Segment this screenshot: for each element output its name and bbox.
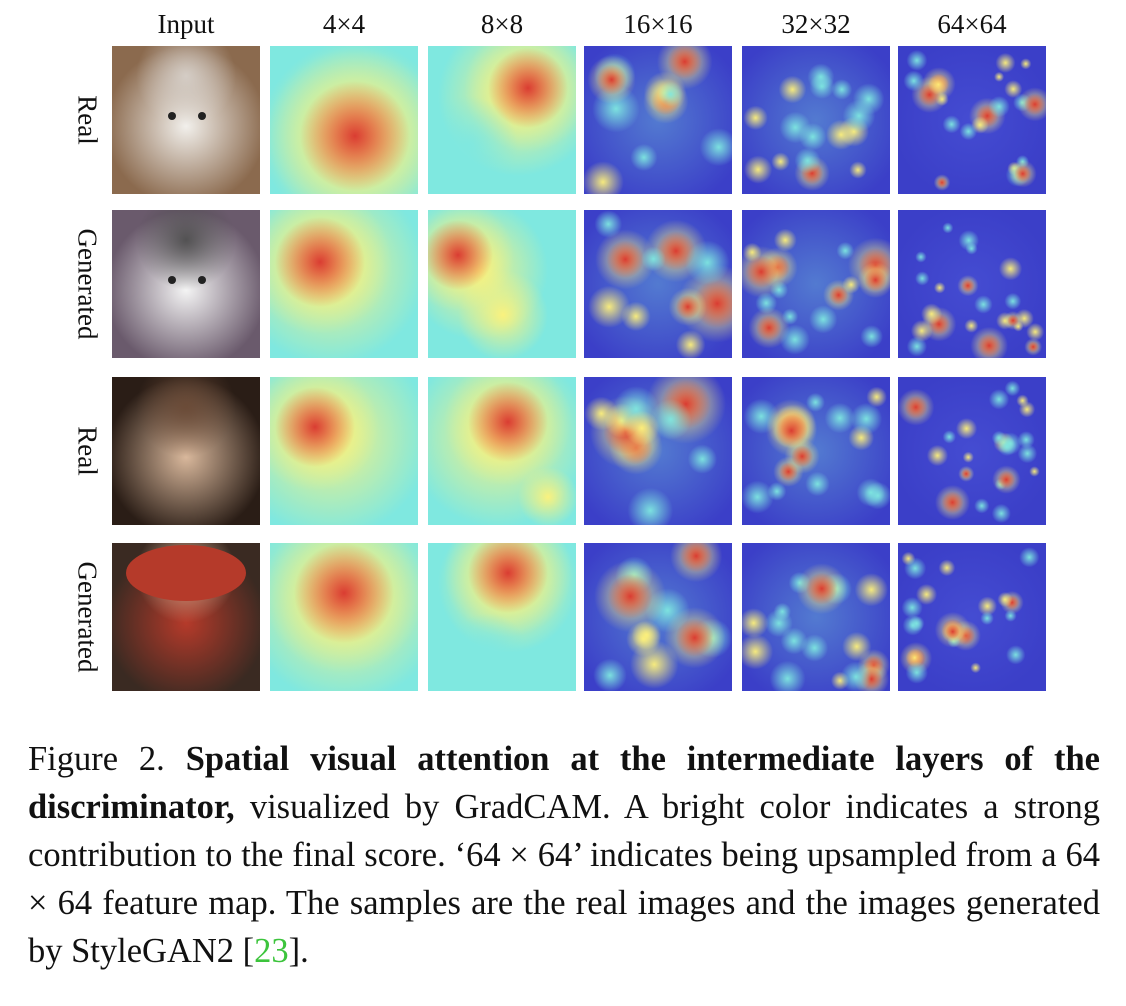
attention-heatmap xyxy=(898,210,1046,358)
attention-heatmap xyxy=(742,377,890,525)
attention-heatmap xyxy=(898,377,1046,525)
attention-heatmap xyxy=(428,46,576,194)
attention-heatmap xyxy=(428,210,576,358)
attention-heatmap xyxy=(428,543,576,691)
column-header-64x64: 64×64 xyxy=(937,9,1007,39)
caption-bold-title: Spatial visual attention at the intermed… xyxy=(28,740,1100,826)
row-label-4: Generated xyxy=(72,561,103,673)
column-header-16x16: 16×16 xyxy=(623,9,693,39)
input-image xyxy=(112,543,260,691)
attention-heatmap xyxy=(428,377,576,525)
attention-heatmap xyxy=(584,46,732,194)
row-label-3: Real xyxy=(72,426,103,476)
attention-heatmap xyxy=(270,543,418,691)
attention-heatmap xyxy=(270,377,418,525)
column-header-4x4: 4×4 xyxy=(322,9,366,39)
attention-heatmap xyxy=(742,46,890,194)
attention-heatmap xyxy=(742,543,890,691)
figure-caption: Figure 2. Spatial visual attention at th… xyxy=(28,735,1100,975)
caption-prefix: Figure 2. xyxy=(28,740,165,778)
attention-heatmap xyxy=(584,543,732,691)
row-label-2: Generated xyxy=(72,228,103,340)
input-image xyxy=(112,210,260,358)
attention-heatmap xyxy=(270,46,418,194)
attention-heatmap xyxy=(898,543,1046,691)
attention-heatmap xyxy=(584,210,732,358)
column-header-32x32: 32×32 xyxy=(781,9,851,39)
column-header-input: Input xyxy=(157,9,215,39)
input-image xyxy=(112,46,260,194)
attention-heatmap xyxy=(898,46,1046,194)
input-image xyxy=(112,377,260,525)
caption-suffix: ]. xyxy=(288,932,309,970)
citation-link[interactable]: 23 xyxy=(254,932,289,970)
column-header-8x8: 8×8 xyxy=(480,9,524,39)
attention-heatmap xyxy=(584,377,732,525)
row-label-1: Real xyxy=(72,95,103,145)
attention-heatmap xyxy=(742,210,890,358)
caption-text: visualized by GradCAM. A bright color in… xyxy=(28,788,1100,970)
attention-heatmap xyxy=(270,210,418,358)
